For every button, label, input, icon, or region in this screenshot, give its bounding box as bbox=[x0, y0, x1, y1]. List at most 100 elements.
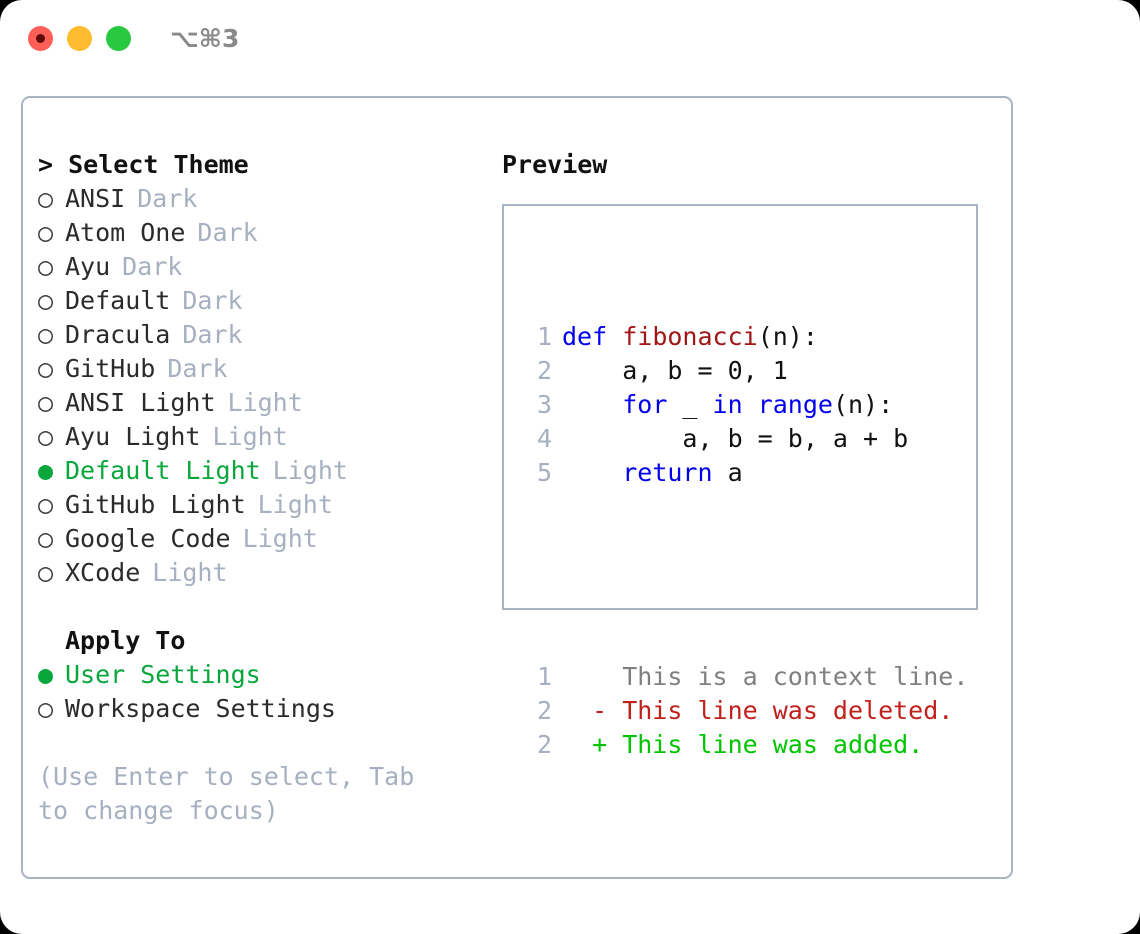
radio-unselected-icon: ○ bbox=[38, 558, 54, 587]
code-token-plain: (n): bbox=[757, 322, 818, 351]
radio-unselected-icon: ○ bbox=[38, 422, 54, 451]
theme-list-item-label: Google Code bbox=[65, 524, 231, 553]
radio-unselected-icon: ○ bbox=[38, 320, 54, 349]
code-blank-line bbox=[522, 558, 968, 592]
theme-list-item[interactable]: ○ ANSI Light Light bbox=[38, 386, 488, 420]
code-line-number: 1 bbox=[536, 322, 552, 351]
apply-to-header: Apply To bbox=[65, 626, 186, 655]
theme-variant-tag: Dark bbox=[167, 354, 228, 383]
theme-variant-tag: Dark bbox=[182, 320, 243, 349]
apply-to-item[interactable]: ○ Workspace Settings bbox=[38, 692, 488, 726]
radio-unselected-icon: ○ bbox=[38, 354, 54, 383]
keyboard-hint-text: (Use Enter to select, Tab to change focu… bbox=[38, 762, 430, 825]
code-line-number: 4 bbox=[536, 424, 552, 453]
theme-variant-tag: Dark bbox=[197, 218, 258, 247]
code-line-number: 5 bbox=[536, 458, 552, 487]
preview-title: Preview bbox=[502, 150, 608, 179]
theme-list-item[interactable]: ○ Google Code Light bbox=[38, 522, 488, 556]
theme-list-item[interactable]: ○ Atom One Dark bbox=[38, 216, 488, 250]
apply-to-list[interactable]: ● User Settings ○ Workspace Settings bbox=[38, 658, 488, 726]
radio-selected-icon: ● bbox=[38, 456, 54, 485]
code-token-plain: (n): bbox=[832, 390, 894, 419]
theme-variant-tag: Dark bbox=[137, 184, 198, 213]
diff-line: 2 + This line was added. bbox=[522, 728, 968, 762]
radio-unselected-icon: ○ bbox=[38, 524, 54, 553]
theme-variant-tag: Light bbox=[272, 456, 348, 485]
theme-variant-tag: Light bbox=[257, 490, 333, 519]
diff-line: 1 This is a context line. bbox=[522, 660, 968, 694]
code-line-text: return a bbox=[552, 456, 742, 490]
theme-list-item-label: GitHub Light bbox=[65, 490, 246, 519]
code-token-plain bbox=[562, 390, 622, 419]
apply-to-item-label: Workspace Settings bbox=[65, 694, 336, 723]
theme-list-item-label: Ayu bbox=[65, 252, 111, 281]
code-line-text: def fibonacci(n): bbox=[552, 320, 818, 354]
code-line: 5 return a bbox=[522, 456, 968, 490]
theme-list-item-label: Atom One bbox=[65, 218, 186, 247]
close-button[interactable] bbox=[28, 26, 53, 51]
code-token-plain: a, b = 0, 1 bbox=[562, 356, 788, 385]
title-bar: ⌥⌘3 bbox=[0, 0, 1140, 78]
diff-line-number: 2 bbox=[536, 730, 552, 759]
diff-line-text: + This line was added. bbox=[562, 730, 924, 759]
code-token-kw: in range bbox=[712, 390, 833, 419]
theme-list-item-label: GitHub bbox=[65, 354, 156, 383]
radio-unselected-icon: ○ bbox=[38, 490, 54, 519]
theme-variant-tag: Light bbox=[212, 422, 288, 451]
section-spacer bbox=[38, 590, 488, 624]
diff-line-text: - This line was deleted. bbox=[562, 696, 954, 725]
diff-line-number: 2 bbox=[536, 696, 552, 725]
code-token-kw: for bbox=[622, 390, 668, 419]
code-token-plain bbox=[562, 458, 622, 487]
select-theme-header: > Select Theme bbox=[38, 148, 488, 182]
code-line-text: for _ in range(n): bbox=[552, 388, 893, 422]
radio-unselected-icon: ○ bbox=[38, 694, 54, 723]
code-line-number: 3 bbox=[536, 390, 552, 419]
radio-unselected-icon: ○ bbox=[38, 388, 54, 417]
code-line: 2 a, b = 0, 1 bbox=[522, 354, 968, 388]
select-theme-label: Select Theme bbox=[68, 150, 249, 179]
apply-to-item[interactable]: ● User Settings bbox=[38, 658, 488, 692]
theme-variant-tag: Dark bbox=[122, 252, 183, 281]
code-token-kw: def bbox=[562, 322, 623, 351]
radio-selected-icon: ● bbox=[38, 660, 54, 689]
code-token-plain: _ bbox=[667, 390, 713, 419]
keyboard-shortcut-label: ⌥⌘3 bbox=[170, 24, 240, 53]
code-token-fn: fibonacci bbox=[622, 322, 758, 351]
code-line-number: 2 bbox=[536, 356, 552, 385]
code-line-text: a, b = 0, 1 bbox=[552, 354, 788, 388]
theme-variant-tag: Light bbox=[242, 524, 318, 553]
code-line: 4 a, b = b, a + b bbox=[522, 422, 968, 456]
radio-unselected-icon: ○ bbox=[38, 218, 54, 247]
theme-list-item[interactable]: ○ GitHub Light Light bbox=[38, 488, 488, 522]
code-token-plain: a, b = b, a + b bbox=[562, 424, 909, 453]
theme-variant-tag: Light bbox=[152, 558, 228, 587]
theme-list-item-label: Dracula bbox=[65, 320, 171, 349]
maximize-button[interactable] bbox=[106, 26, 131, 51]
code-line: 3 for _ in range(n): bbox=[522, 388, 968, 422]
code-line-text: a, b = b, a + b bbox=[552, 422, 908, 456]
diff-line: 2 - This line was deleted. bbox=[522, 694, 968, 728]
apply-to-item-label: User Settings bbox=[65, 660, 261, 689]
theme-list-item[interactable]: ○ Dracula Dark bbox=[38, 318, 488, 352]
theme-list-item[interactable]: ○ GitHub Dark bbox=[38, 352, 488, 386]
theme-list-item-label: ANSI Light bbox=[65, 388, 216, 417]
caret-icon: > bbox=[38, 150, 69, 179]
theme-variant-tag: Light bbox=[227, 388, 303, 417]
minimize-button[interactable] bbox=[67, 26, 92, 51]
diff-block: 1 This is a context line.2 - This line w… bbox=[522, 660, 968, 762]
